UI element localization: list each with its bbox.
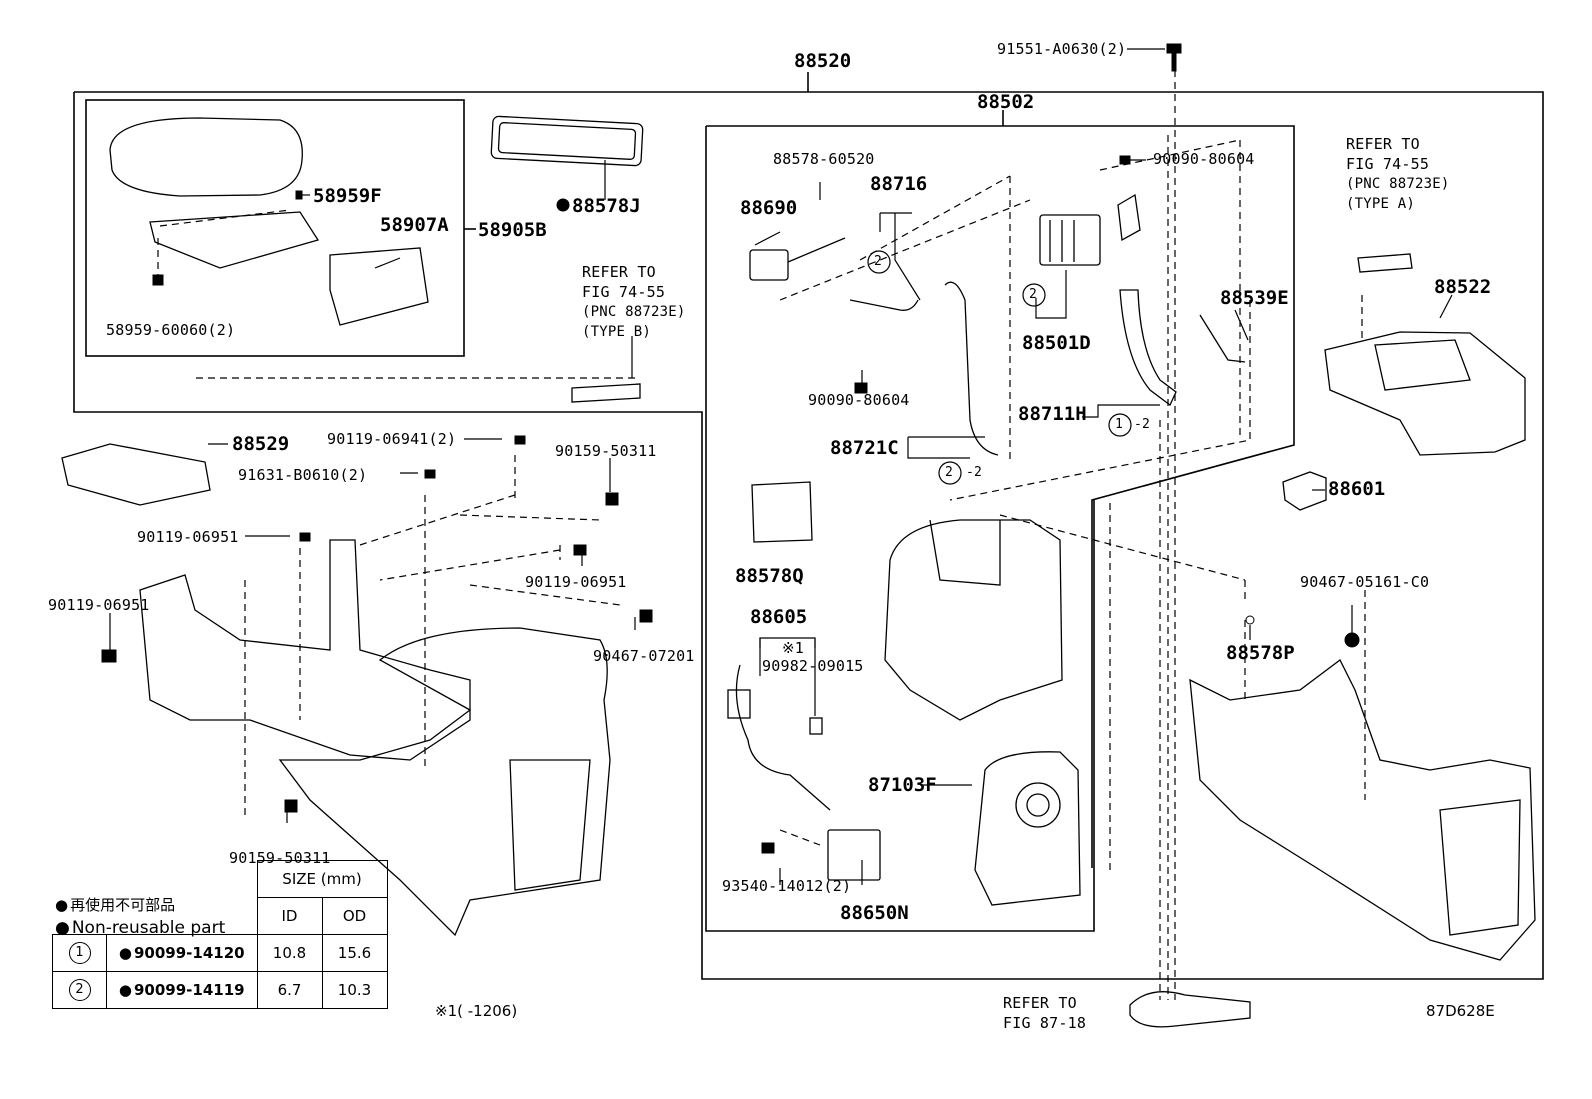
label-90119-06951-a: 90119-06951 <box>137 528 239 546</box>
label-88578-60520: 88578-60520 <box>773 150 875 168</box>
row-od-2: 10.3 <box>321 971 388 1009</box>
label-note-1: ※1 <box>782 639 804 657</box>
blower-housing-shape <box>884 519 1063 721</box>
refer-b-line4: (TYPE B) <box>582 324 652 340</box>
legend-en-text: Non-reusable part <box>71 918 226 938</box>
label-88529: 88529 <box>232 433 290 455</box>
row-id-1: 10.8 <box>256 934 323 972</box>
label-88601: 88601 <box>1328 478 1386 500</box>
label-88578q: 88578Q <box>735 565 804 587</box>
label-90119-06951-c: 90119-06951 <box>48 596 150 614</box>
legend-jp-text: 再使用不可部品 <box>70 896 176 914</box>
row-part-2: 90099-14119 <box>106 971 258 1009</box>
legend-en: Non-reusable part <box>55 920 225 937</box>
label-88578j: 88578J <box>572 195 641 217</box>
row-part-1-text: 90099-14120 <box>133 944 245 962</box>
label-93540-14012: 93540-14012(2) <box>722 877 852 895</box>
size-row: 1 90099-14120 10.8 15.6 <box>52 934 388 972</box>
size-header: SIZE (mm) <box>256 860 388 898</box>
label-88520: 88520 <box>794 50 852 72</box>
refer-b-line3: (PNC 88723E) <box>582 304 686 320</box>
label-91631-b0610: 91631-B0610(2) <box>238 466 368 484</box>
refer-type-b: REFER TO FIG 74-55 (PNC 88723E) (TYPE B) <box>582 262 686 342</box>
size-row: 2 90099-14119 6.7 10.3 <box>52 971 388 1009</box>
label-88650n: 88650N <box>840 902 909 924</box>
label-90467-07201: 90467-07201 <box>593 647 695 665</box>
label-58905b: 58905B <box>478 219 547 241</box>
label-88690: 88690 <box>740 197 798 219</box>
marker-2-a: 2 <box>874 254 883 269</box>
refer-87-line1: REFER TO <box>1003 994 1077 1012</box>
label-90982-09015: 90982-09015 <box>762 657 864 675</box>
label-90119-06941: 90119-06941(2) <box>327 430 457 448</box>
row-part-2-text: 90099-14119 <box>133 981 245 999</box>
label-58907a: 58907A <box>380 214 449 236</box>
label-88711h: 88711H <box>1018 403 1087 425</box>
label-90090-80604-top: 90090-80604 <box>1153 150 1255 168</box>
refer-a-line3: (PNC 88723E) <box>1346 176 1450 192</box>
size-col-id: ID <box>256 897 323 935</box>
row-part-1: 90099-14120 <box>106 934 258 972</box>
label-88716: 88716 <box>870 173 928 195</box>
label-88522: 88522 <box>1434 276 1492 298</box>
size-table: SIZE (mm) ID OD 1 90099-14120 10.8 15.6 … <box>52 860 388 1009</box>
refer-a-line1: REFER TO <box>1346 135 1420 153</box>
label-88578p: 88578P <box>1226 642 1295 664</box>
label-88605: 88605 <box>750 606 808 628</box>
marker-2-c: 2 <box>945 465 954 480</box>
refer-b-line1: REFER TO <box>582 263 656 281</box>
label-88501d: 88501D <box>1022 332 1091 354</box>
label-88721c: 88721C <box>830 437 899 459</box>
marker-dash2-b: -2 <box>966 465 983 480</box>
refer-b-line2: FIG 74-55 <box>582 283 666 301</box>
frame-88520 <box>73 91 1544 980</box>
armrest-lid-shape <box>109 117 303 197</box>
refer-a-line2: FIG 74-55 <box>1346 155 1430 173</box>
marker-1: 1 <box>1115 417 1124 432</box>
label-91551-a0630: 91551-A0630(2) <box>997 40 1127 58</box>
row-key-2: 2 <box>68 979 91 1001</box>
frame-58905B <box>85 99 465 357</box>
frame-88502 <box>706 125 1295 868</box>
label-90119-06951-b: 90119-06951 <box>525 573 627 591</box>
row-od-1: 15.6 <box>321 934 388 972</box>
legend-jp: 再使用不可部品 <box>55 897 175 914</box>
size-col-od: OD <box>321 897 388 935</box>
label-90159-50311-top: 90159-50311 <box>555 442 657 460</box>
label-90467-05161-c0: 90467-05161-C0 <box>1300 573 1430 591</box>
refer-a-line4: (TYPE A) <box>1346 196 1416 212</box>
refer-type-a: REFER TO FIG 74-55 (PNC 88723E) (TYPE A) <box>1346 134 1450 214</box>
label-90090-80604-mid: 90090-80604 <box>808 391 910 409</box>
row-key-1: 1 <box>68 942 91 964</box>
refer-fig-87-18: REFER TO FIG 87-18 <box>1003 993 1086 1033</box>
marker-2-b: 2 <box>1029 287 1038 302</box>
label-58959f: 58959F <box>313 185 382 207</box>
label-87103f: 87103F <box>868 774 937 796</box>
illustration-code: 87D628E <box>1426 1002 1495 1020</box>
footnote-1: ※1( -1206) <box>435 1002 518 1020</box>
refer-87-line2: FIG 87-18 <box>1003 1014 1087 1032</box>
label-88502: 88502 <box>977 91 1035 113</box>
row-id-2: 6.7 <box>256 971 323 1009</box>
label-58959-60060: 58959-60060(2) <box>106 321 236 339</box>
marker-dash2-a: -2 <box>1134 417 1151 432</box>
label-88539e: 88539E <box>1220 287 1289 309</box>
